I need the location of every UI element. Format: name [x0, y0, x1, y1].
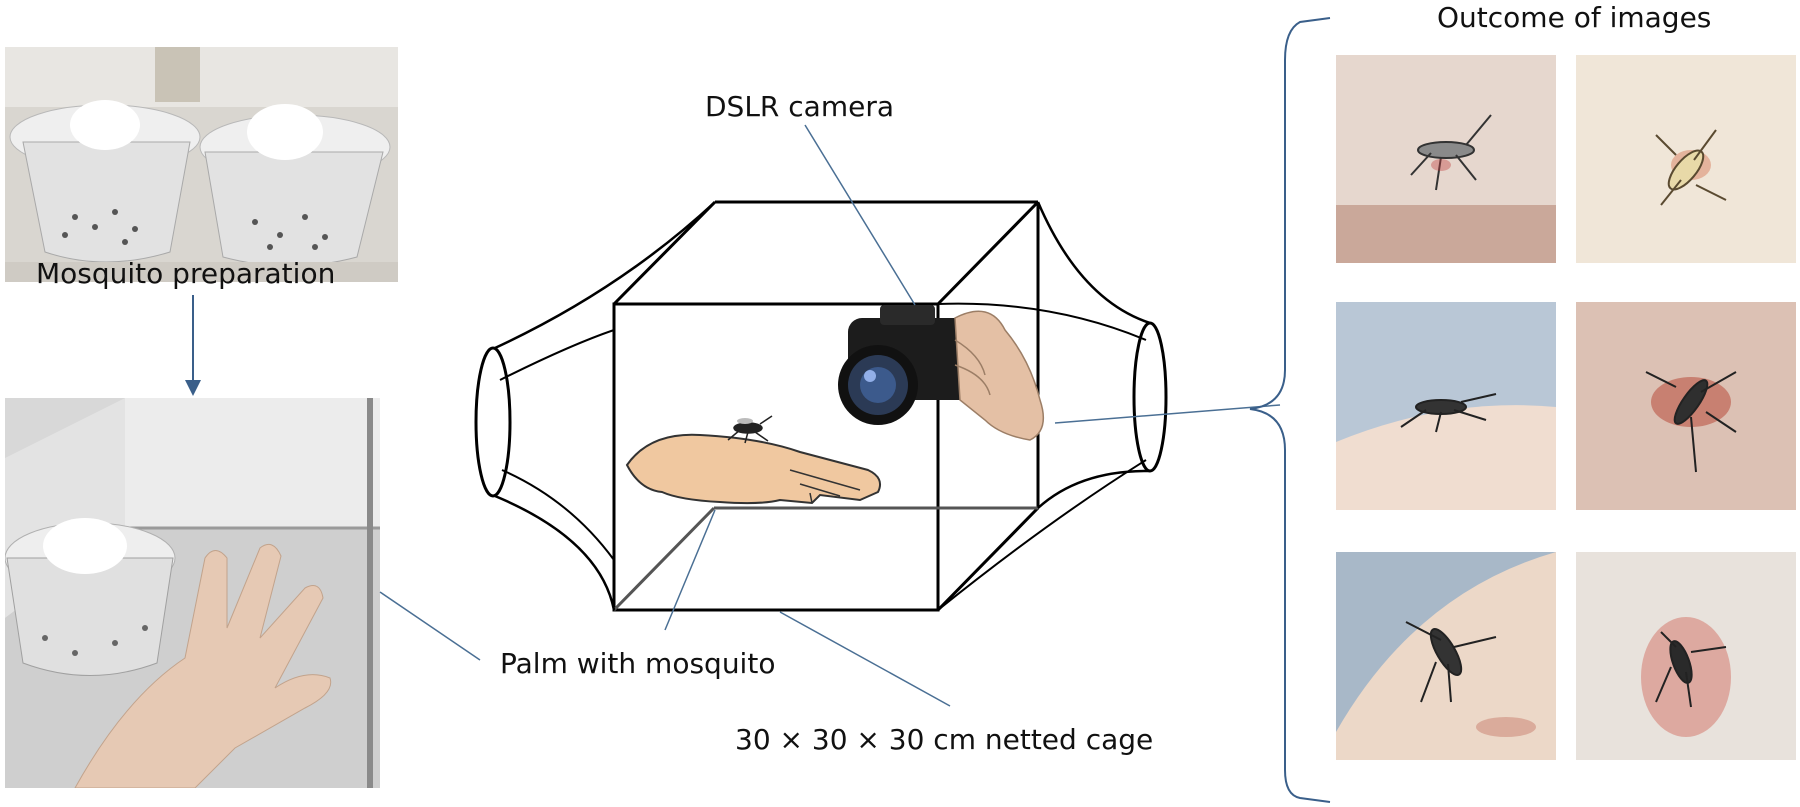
outcome-image-6: [1576, 552, 1796, 760]
netted-cage-diagram: [474, 200, 1168, 612]
photo-mosquito-cups: [5, 47, 398, 282]
outcome-image-4: [1576, 302, 1796, 510]
outcome-bracket: [1249, 17, 1331, 803]
outcome-image-3: [1336, 302, 1556, 510]
label-outcome-of-images: Outcome of images: [1437, 1, 1712, 34]
camera-icon: [838, 305, 1045, 441]
hand-icon: [625, 433, 881, 505]
outcome-image-5: [1336, 552, 1556, 760]
mosquito-icon: [727, 415, 773, 444]
pointer-lines: [379, 124, 1281, 707]
outcome-image-2: [1576, 55, 1796, 263]
label-dslr-camera: DSLR camera: [705, 90, 895, 123]
label-netted-cage: 30 × 30 × 30 cm netted cage: [735, 723, 1154, 756]
photo-hand-in-cage: [5, 398, 380, 788]
outcome-image-1: [1336, 55, 1556, 263]
label-mosquito-preparation: Mosquito preparation: [36, 257, 336, 290]
label-palm-with-mosquito: Palm with mosquito: [500, 647, 776, 680]
